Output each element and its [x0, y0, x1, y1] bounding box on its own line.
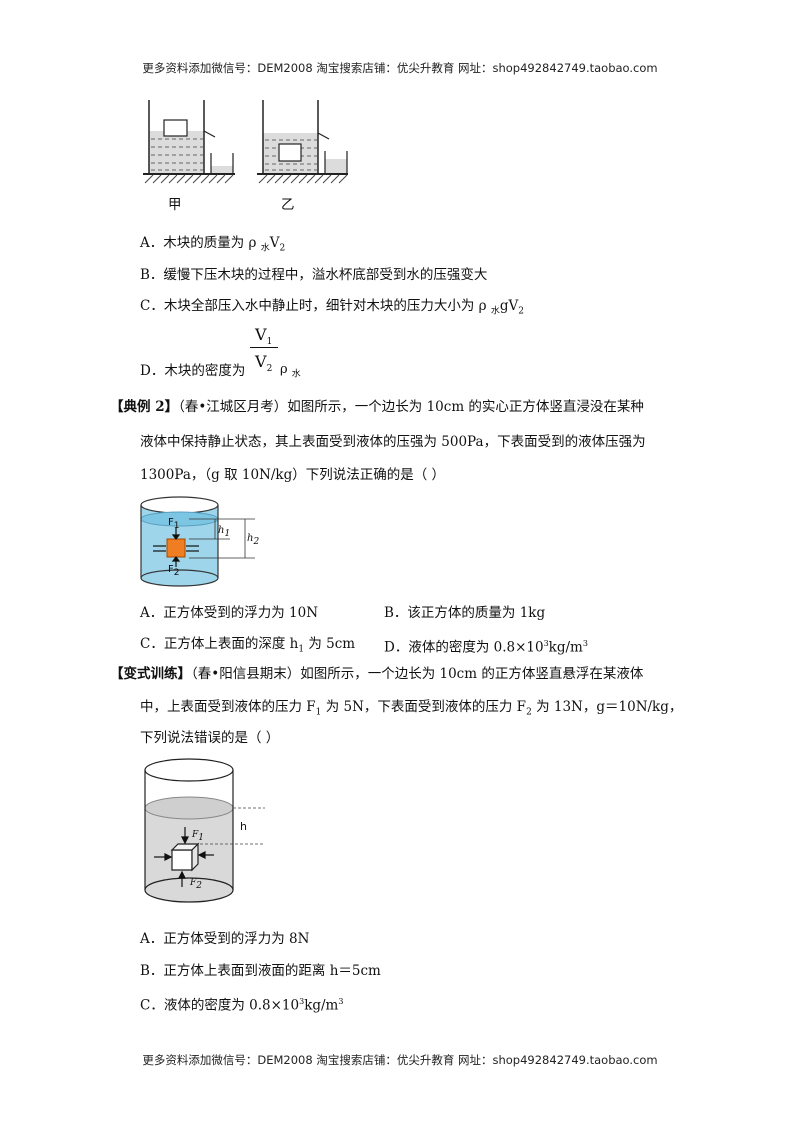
variant-option-c: C．液体的密度为 0.8×103kg/m3 — [140, 997, 344, 1014]
example2-option-c: C．正方体上表面的深度 h1 为 5cm — [140, 636, 356, 655]
variant-line1: 【变式训练】（春•阳信县期末）如图所示，一个边长为 10cm 的正方体竖直悬浮在… — [110, 666, 644, 682]
fig3-f2-label: F2 — [190, 878, 202, 891]
fig2-h2-label: h2 — [247, 533, 260, 547]
example2-line3: 1300Pa，（g 取 10N/kg）下列说法正确的是（ ） — [140, 467, 446, 483]
fig3-f1-label: F1 — [192, 830, 204, 843]
figure-label-yi: 乙 — [281, 197, 295, 213]
variant-line3: 下列说法错误的是（ ） — [140, 730, 280, 746]
cylinder-cube-figure — [140, 496, 255, 587]
fraction-denominator: V2 — [255, 352, 273, 375]
q1-option-b: B．缓慢下压木块的过程中，溢水杯底部受到水的压强变大 — [140, 267, 488, 283]
page-footer: 更多资料添加微信号：DEM2008 淘宝搜索店铺：优尖升教育 网址：shop49… — [142, 1053, 658, 1067]
fraction-numerator: V1 — [255, 325, 273, 348]
example2-option-a: A．正方体受到的浮力为 10N — [140, 605, 319, 621]
fig2-h1-label: h1 — [218, 525, 231, 539]
example2-option-b: B．该正方体的质量为 1kg — [384, 605, 546, 621]
example2-line2: 液体中保持静止状态，其上表面受到液体的压强为 500Pa，下表面受到的液体压强为 — [140, 434, 646, 450]
example2-tag: 【典例 2】 — [110, 399, 179, 415]
variant-line2: 中，上表面受到液体的压力 F1 为 5N，下表面受到液体的压力 F2 为 13N… — [140, 699, 683, 718]
example2-line1: 【典例 2】（春•江城区月考）如图所示，一个边长为 10cm 的实心正方体竖直浸… — [110, 399, 644, 415]
example2-option-d: D．液体的密度为 0.8×103kg/m3 — [384, 639, 588, 656]
variant-tag: 【变式训练】 — [110, 666, 191, 682]
variant-option-b: B．正方体上表面到液面的距离 h＝5cm — [140, 963, 381, 979]
fig2-f2-label: F2 — [168, 564, 180, 578]
fig3-h-label: h — [240, 820, 247, 833]
suspended-cube-figure — [144, 758, 265, 903]
figure-label-jia: 甲 — [168, 197, 182, 213]
q1-option-c: C．木块全部压入水中静止时，细针对木块的压力大小为 ρ 水gV2 — [140, 298, 525, 317]
overflow-cup-figure — [143, 100, 348, 184]
fig2-f1-label: F1 — [168, 517, 180, 531]
q1-option-a: A．木块的质量为 ρ 水V2 — [140, 235, 286, 254]
fraction-rho: ρ 水 — [280, 362, 301, 380]
page-header: 更多资料添加微信号：DEM2008 淘宝搜索店铺：优尖升教育 网址：shop49… — [142, 61, 658, 75]
variant-option-a: A．正方体受到的浮力为 8N — [140, 931, 310, 947]
q1-option-d: D．木块的密度为 — [140, 363, 246, 379]
fraction-bar — [250, 347, 278, 348]
